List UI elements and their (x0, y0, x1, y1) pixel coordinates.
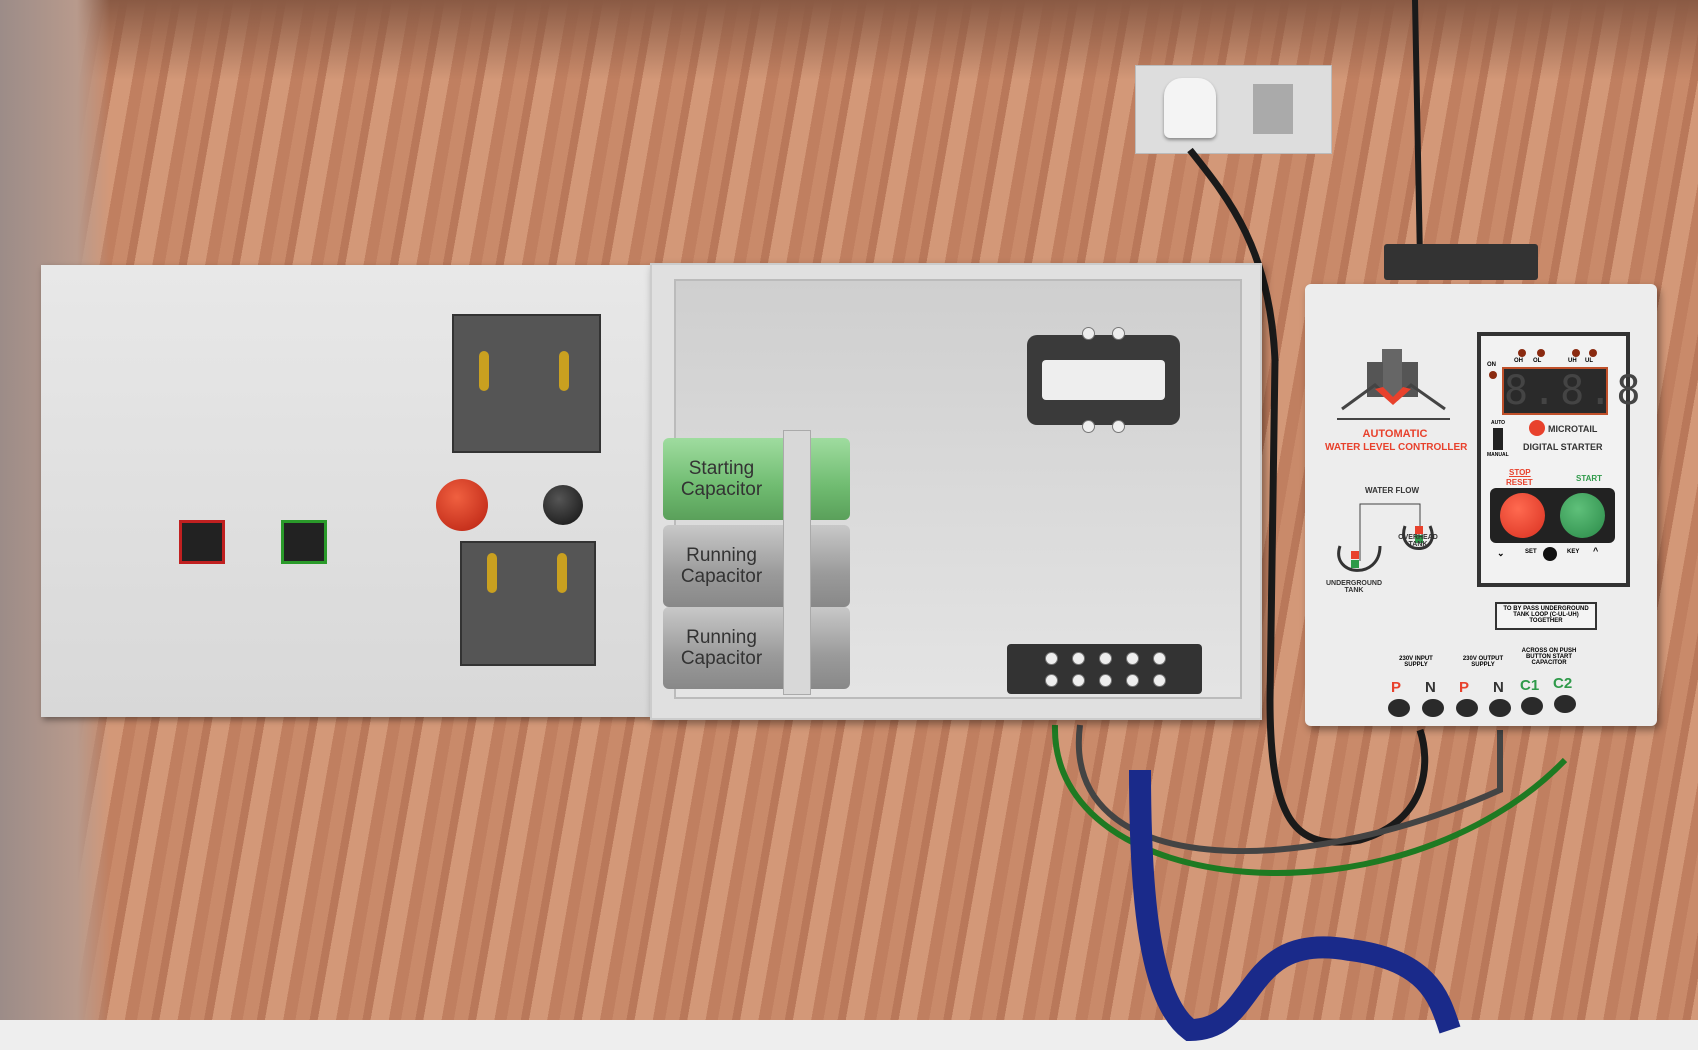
water-level-controller: AUTOMATIC WATER LEVEL CONTROLLER WATER F… (1305, 284, 1657, 726)
set-key-button[interactable] (1543, 547, 1557, 561)
reset-label: RESET (1506, 478, 1533, 487)
start-button[interactable] (1560, 493, 1605, 538)
red-push-button[interactable] (436, 479, 488, 531)
black-wire-out (1075, 724, 1503, 854)
terminal-block (1007, 644, 1202, 694)
sensor-terminal-strip (1384, 244, 1538, 280)
down-arrow-icon[interactable]: ⌄ (1497, 548, 1505, 558)
terminal-screw (1422, 699, 1444, 717)
capacitor-clamp (783, 430, 811, 695)
seven-segment-display: 8.8.8 (1502, 367, 1645, 415)
water-flow-label: WATER FLOW (1365, 486, 1420, 495)
capacitor-note: ACROSS ON PUSH BUTTON START CAPACITOR (1521, 648, 1577, 666)
terminal-screw (1388, 699, 1410, 717)
running-capacitor-2: Running Capacitor (663, 607, 850, 689)
socket-switch[interactable] (1253, 84, 1293, 134)
terminal-connector-green (281, 520, 327, 564)
terminal-screw (1489, 699, 1511, 717)
underground-tank-label: UNDERGROUND TANK (1326, 580, 1382, 594)
led-uh-label: UH (1568, 358, 1577, 364)
auto-manual-switch[interactable] (1493, 428, 1503, 450)
terminal-connector-red (179, 520, 225, 564)
floor-edge (0, 1020, 1698, 1050)
input-supply-label: 230V INPUT SUPPLY (1399, 656, 1433, 668)
title-water-level-controller: WATER LEVEL CONTROLLER (1325, 442, 1468, 453)
mcb-upper[interactable] (452, 314, 601, 453)
title-automatic: AUTOMATIC (1362, 428, 1428, 440)
terminal-screw (1521, 697, 1543, 715)
power-plug (1164, 78, 1216, 138)
led-on-label: ON (1487, 362, 1496, 368)
contactor (1027, 327, 1180, 433)
set-label: SET (1525, 549, 1537, 555)
led-ol-label: OL (1533, 358, 1542, 364)
product-name: DIGITAL STARTER (1523, 442, 1603, 452)
top-cable (1412, 0, 1423, 261)
terminal-label-n-in: N (1425, 679, 1436, 696)
black-push-button[interactable] (543, 485, 583, 525)
blue-main-cable (1129, 769, 1461, 1042)
terminal-label-p-in: P (1391, 679, 1402, 696)
key-label: KEY (1567, 549, 1580, 555)
microtail-logo-icon (1529, 420, 1545, 436)
brand-name: MICROTAIL (1548, 424, 1598, 434)
terminal-label-c2: C2 (1553, 675, 1573, 692)
running-capacitor-1: Running Capacitor (663, 525, 850, 607)
led-ul-label: UL (1585, 358, 1593, 364)
terminal-label-p-out: P (1459, 679, 1470, 696)
tank-diagram-icon (1337, 503, 1434, 572)
display-panel: OH OL UH UL ON 8.8.8 AUTO MANUAL MICROTA… (1477, 332, 1645, 587)
output-supply-label: 230V OUTPUT SUPPLY (1462, 656, 1504, 668)
terminal-screw (1456, 699, 1478, 717)
bypass-note: TO BY PASS UNDERGROUND TANK LOOP (C-UL-U… (1495, 602, 1597, 630)
terminal-screw (1554, 695, 1576, 713)
terminal-label-n-out: N (1493, 679, 1504, 696)
mode-auto-label: AUTO (1491, 420, 1506, 426)
stop-label: STOP (1509, 468, 1531, 477)
starting-capacitor: Starting Capacitor (663, 438, 850, 520)
led-oh-label: OH (1514, 358, 1523, 364)
up-arrow-icon[interactable]: ^ (1593, 546, 1599, 556)
wall-socket (1135, 65, 1332, 154)
button-housing (1490, 488, 1615, 543)
supply-cable (1187, 147, 1429, 846)
overhead-tank-label: OVERHEAD TANK (1398, 534, 1438, 548)
mode-manual-label: MANUAL (1487, 452, 1509, 458)
stop-reset-button[interactable] (1500, 493, 1545, 538)
earth-wire-out (1051, 724, 1568, 876)
panel-door (41, 265, 650, 717)
start-label: START (1576, 474, 1603, 483)
mcb-lower[interactable] (460, 541, 596, 666)
terminal-label-c1: C1 (1520, 677, 1540, 694)
building-logo-icon (1337, 349, 1450, 420)
